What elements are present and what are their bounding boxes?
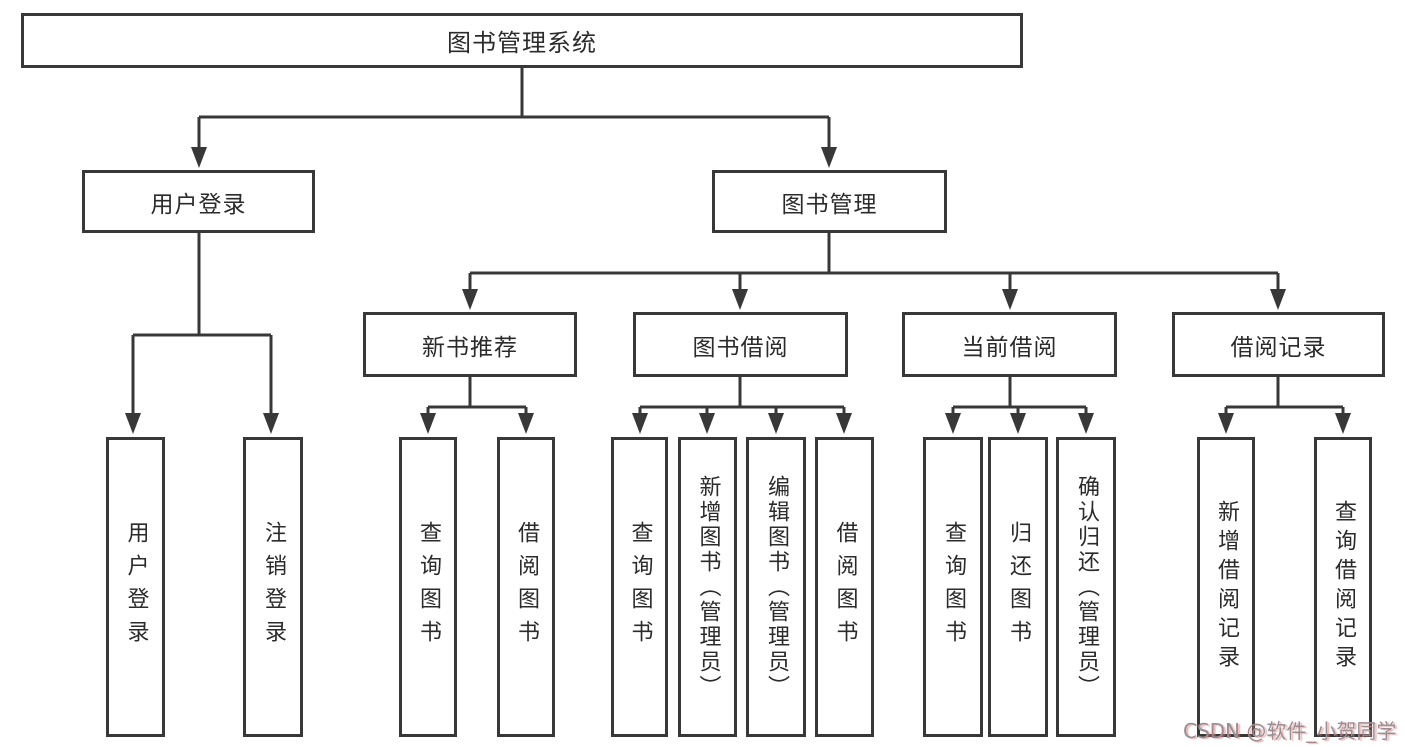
leaf-query-books-current-label: 查询图书 xyxy=(941,521,966,653)
node-book-borrow: 图书借阅 xyxy=(633,312,848,377)
leaf-query-books-recommend-label: 查询图书 xyxy=(416,521,441,653)
leaf-user-login-label: 用户登录 xyxy=(123,521,149,653)
leaf-logout-label: 注销登录 xyxy=(261,521,286,653)
node-book-management: 图书管理 xyxy=(712,170,947,233)
node-current-borrow: 当前借阅 xyxy=(902,312,1117,377)
node-root-system: 图书管理系统 xyxy=(21,13,1023,68)
leaf-confirm-return-admin: 确认归还（管理员） xyxy=(1056,437,1116,737)
csdn-watermark: CSDN @软件_小贺同学 xyxy=(1183,719,1397,743)
leaf-borrow-books-recommend-label: 借阅图书 xyxy=(514,521,539,653)
leaf-confirm-return-admin-label: 确认归还（管理员） xyxy=(1074,474,1099,700)
node-book-borrow-label: 图书借阅 xyxy=(692,334,789,361)
node-borrow-records-label: 借阅记录 xyxy=(1230,334,1327,361)
leaf-add-books-admin: 新增图书（管理员） xyxy=(678,437,737,737)
node-new-book-recommend-label: 新书推荐 xyxy=(422,334,518,361)
leaf-borrow-books-label: 借阅图书 xyxy=(832,521,858,653)
leaf-add-borrow-record: 新增借阅记录 xyxy=(1197,437,1255,737)
leaf-query-books-recommend: 查询图书 xyxy=(399,437,457,737)
node-book-management-label: 图书管理 xyxy=(781,191,878,218)
leaf-user-login: 用户登录 xyxy=(106,437,165,737)
leaf-edit-books-admin: 编辑图书（管理员） xyxy=(746,437,806,737)
leaf-query-books-borrow: 查询图书 xyxy=(611,437,668,737)
node-current-borrow-label: 当前借阅 xyxy=(961,334,1058,361)
leaf-borrow-books: 借阅图书 xyxy=(815,437,874,737)
leaf-query-borrow-record: 查询借阅记录 xyxy=(1314,437,1372,737)
node-borrow-records: 借阅记录 xyxy=(1172,312,1385,377)
leaf-return-books: 归还图书 xyxy=(988,437,1048,737)
leaf-add-borrow-record-label: 新增借阅记录 xyxy=(1214,500,1239,674)
leaf-edit-books-admin-label: 编辑图书（管理员） xyxy=(764,474,789,700)
node-new-book-recommend: 新书推荐 xyxy=(363,312,577,377)
leaf-add-books-admin-label: 新增图书（管理员） xyxy=(695,474,721,700)
leaf-query-borrow-record-label: 查询借阅记录 xyxy=(1331,500,1356,674)
leaf-borrow-books-recommend: 借阅图书 xyxy=(497,437,555,737)
node-root-label: 图书管理系统 xyxy=(447,29,597,57)
leaf-return-books-label: 归还图书 xyxy=(1006,521,1031,653)
leaf-logout: 注销登录 xyxy=(243,437,303,737)
leaf-query-books-current: 查询图书 xyxy=(923,437,983,737)
leaf-query-books-borrow-label: 查询图书 xyxy=(627,521,653,653)
node-user-login: 用户登录 xyxy=(82,170,315,233)
node-user-login-label: 用户登录 xyxy=(150,191,247,218)
